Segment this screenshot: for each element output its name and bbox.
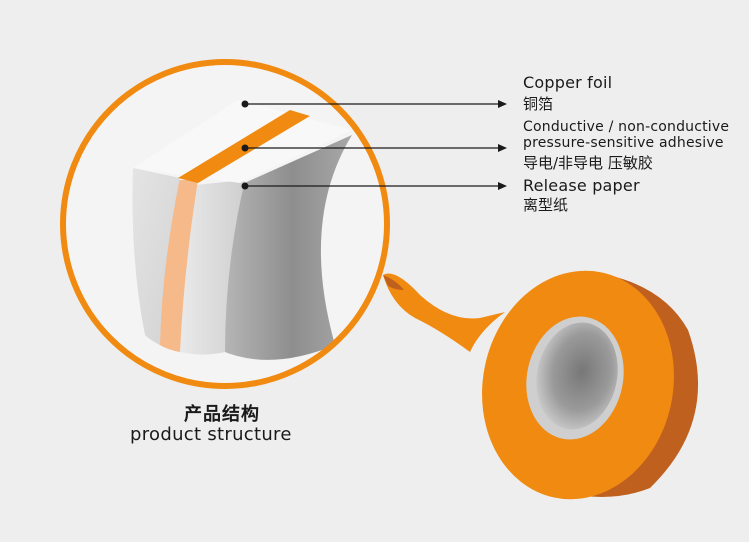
callout-adhesive-zh: 导电/非导电 压敏胶 bbox=[523, 154, 653, 172]
caption-en: product structure bbox=[130, 424, 292, 445]
copper-foil-side-layer bbox=[132, 168, 180, 345]
callout-release-paper-en: Release paper bbox=[523, 176, 640, 195]
callout-adhesive-en-line1: Conductive / non-conductive bbox=[523, 119, 730, 135]
pointer-adhesive bbox=[241, 144, 507, 152]
callout-copper-foil-zh: 铜箔 bbox=[523, 95, 554, 113]
callout-copper-foil-en: Copper foil bbox=[523, 73, 613, 92]
tape-strip bbox=[383, 273, 505, 352]
magnified-view bbox=[60, 59, 390, 389]
tape-roll bbox=[383, 270, 699, 500]
pointer-release-paper bbox=[241, 182, 507, 190]
adhesive-side-layer bbox=[158, 180, 198, 352]
caption-zh: 产品结构 bbox=[184, 404, 260, 425]
tape-roll-core bbox=[536, 322, 618, 430]
magnifier-ring bbox=[60, 59, 390, 389]
pointer-copper-foil bbox=[241, 100, 507, 108]
tape-strip-edge bbox=[383, 275, 404, 290]
callout-adhesive-en-line2: pressure-sensitive adhesive bbox=[523, 135, 724, 151]
callout-release-paper-zh: 离型纸 bbox=[523, 196, 569, 214]
release-paper-layer bbox=[220, 135, 352, 360]
